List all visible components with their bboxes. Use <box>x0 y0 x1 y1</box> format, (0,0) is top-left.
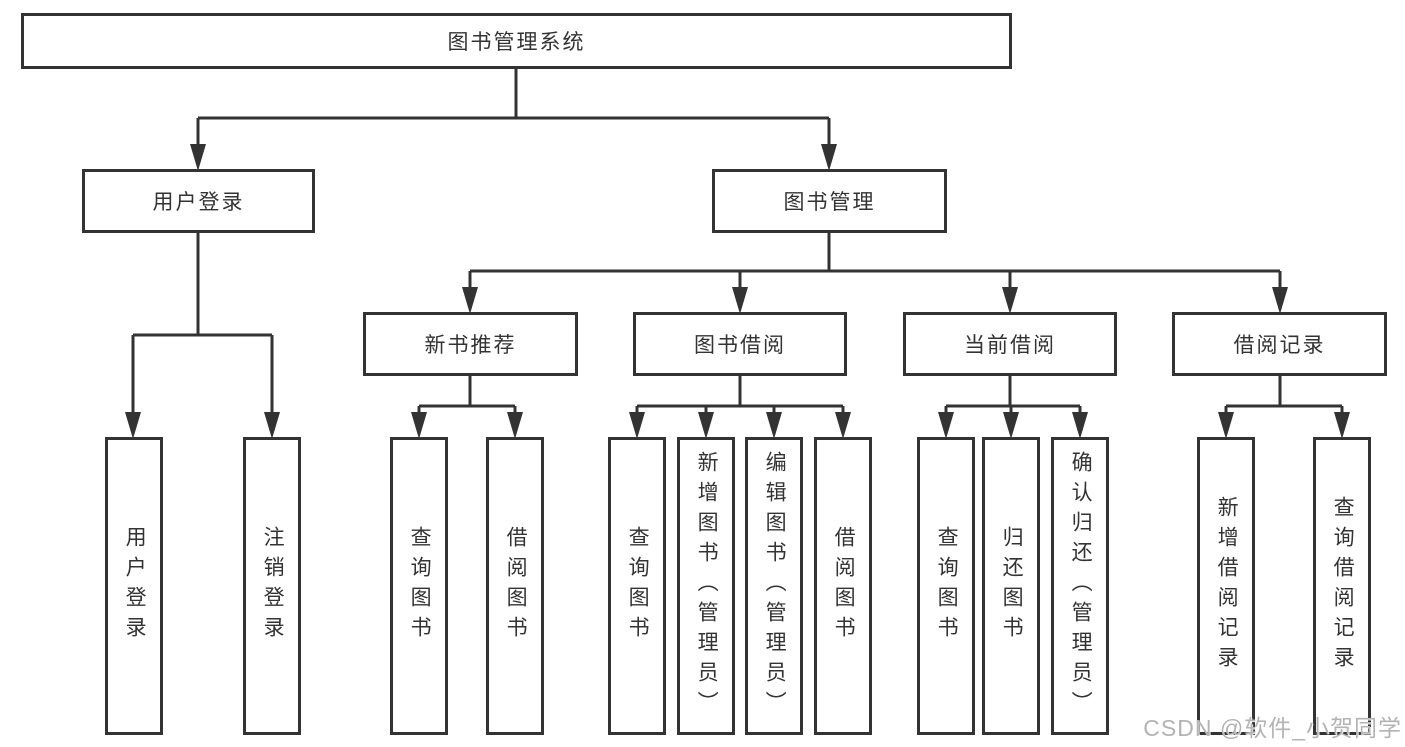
node-borrowing-records-label: 借阅记录 <box>1233 334 1326 357</box>
node-current-borrowing: 当前借阅 <box>903 312 1117 376</box>
leaf-borrow-books-recommend-label: 借阅图书 <box>504 526 528 646</box>
node-book-borrowing-label: 图书借阅 <box>694 334 786 357</box>
leaf-query-borrow-record: 查询借阅记录 <box>1313 437 1371 735</box>
node-library-system: 图书管理系统 <box>21 13 1012 69</box>
leaf-query-books-borrow: 查询图书 <box>608 437 666 735</box>
leaf-edit-books-admin: 编辑图书（管理员） <box>745 437 803 735</box>
leaf-add-books-admin-label: 新增图书（管理员） <box>695 451 719 721</box>
leaf-logout: 注销登录 <box>243 437 301 735</box>
node-user-login: 用户登录 <box>82 169 315 233</box>
leaf-add-books-admin: 新增图书（管理员） <box>677 437 735 735</box>
leaf-add-borrow-record-label: 新增借阅记录 <box>1215 496 1239 676</box>
leaf-query-borrow-record-label: 查询借阅记录 <box>1331 496 1355 676</box>
node-current-borrowing-label: 当前借阅 <box>964 334 1056 357</box>
leaf-query-books-current-label: 查询图书 <box>935 526 959 646</box>
node-book-management: 图书管理 <box>712 169 947 233</box>
leaf-query-books-recommend-label: 查询图书 <box>408 526 432 646</box>
leaf-edit-books-admin-label: 编辑图书（管理员） <box>763 451 787 721</box>
leaf-confirm-return-admin: 确认归还（管理员） <box>1051 437 1109 735</box>
leaf-return-books: 归还图书 <box>982 437 1040 735</box>
node-borrowing-records: 借阅记录 <box>1172 312 1387 376</box>
leaf-user-login-label: 用户登录 <box>123 526 147 646</box>
leaf-add-borrow-record: 新增借阅记录 <box>1197 437 1255 735</box>
leaf-query-books-current: 查询图书 <box>917 437 975 735</box>
node-book-borrowing: 图书借阅 <box>633 312 847 376</box>
watermark: CSDN @软件_小贺同学 <box>1143 715 1402 741</box>
node-user-login-label: 用户登录 <box>152 191 245 214</box>
node-book-management-label: 图书管理 <box>783 191 876 214</box>
node-new-book-recommendation-label: 新书推荐 <box>424 334 517 357</box>
leaf-borrow-books-label: 借阅图书 <box>832 526 856 646</box>
leaf-query-books-borrow-label: 查询图书 <box>626 526 650 646</box>
leaf-borrow-books: 借阅图书 <box>814 437 872 735</box>
node-library-system-label: 图书管理系统 <box>447 31 586 54</box>
leaf-return-books-label: 归还图书 <box>1000 526 1024 646</box>
leaf-confirm-return-admin-label: 确认归还（管理员） <box>1069 451 1093 721</box>
leaf-query-books-recommend: 查询图书 <box>390 437 448 735</box>
leaf-logout-label: 注销登录 <box>261 526 285 646</box>
node-new-book-recommendation: 新书推荐 <box>363 312 578 376</box>
leaf-borrow-books-recommend: 借阅图书 <box>486 437 544 735</box>
leaf-user-login: 用户登录 <box>105 437 163 735</box>
